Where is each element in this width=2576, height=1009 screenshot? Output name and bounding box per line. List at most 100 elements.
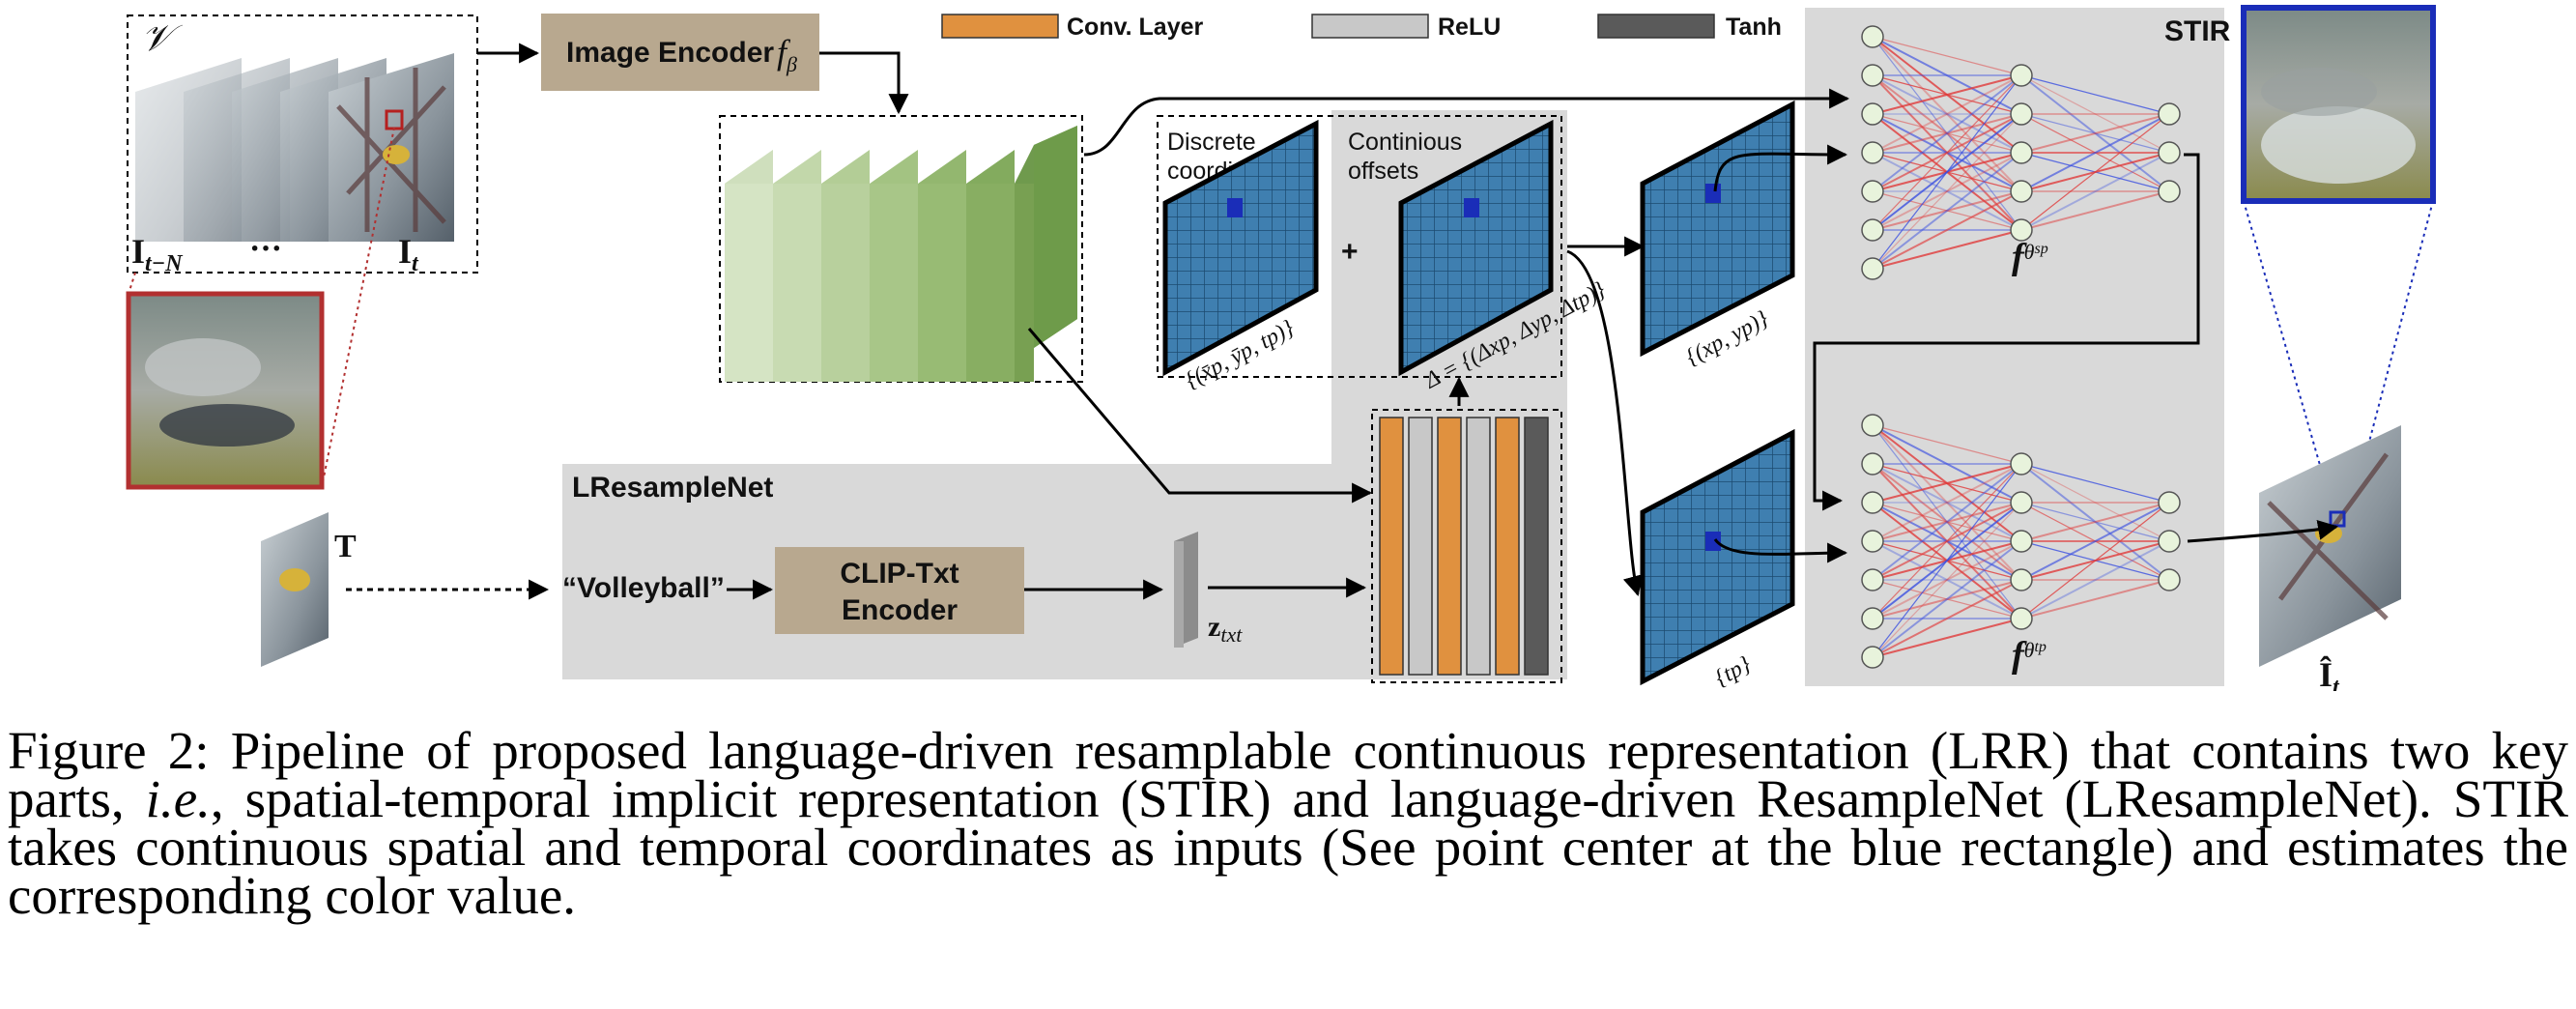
feature-maps: [719, 115, 1083, 383]
network-node: [2158, 141, 2181, 164]
lresamplenet-label: LResampleNet: [572, 472, 773, 504]
f-sp-label: fθsp: [2012, 237, 2048, 277]
input-zoom-patch: [126, 127, 395, 490]
network-edge: [1872, 74, 2022, 270]
network-edge: [2020, 190, 2170, 231]
network-edge: [1872, 424, 2022, 465]
legend-swatch-tanh: [1597, 14, 1715, 39]
network-edge: [2020, 74, 2170, 154]
figure-caption: Figure 2: Pipeline of proposed language-…: [8, 724, 2568, 922]
caption-line-4: (See point center at the blue rectangle)…: [8, 818, 2568, 925]
network-node: [2010, 64, 2033, 87]
caption-ie: i.e.: [145, 769, 211, 828]
video-frames: 𝒱 It−N ··· It: [127, 14, 478, 276]
plus-sign: +: [1341, 236, 1359, 268]
network-edge: [2020, 502, 2170, 620]
arrow-encoder-to-features: [819, 51, 909, 115]
network-edge: [1872, 463, 2022, 658]
svg-text:𝒱: 𝒱: [141, 18, 183, 59]
network-node: [2010, 607, 2033, 630]
network-node: [2010, 180, 2033, 203]
discrete-grid: [1162, 119, 1319, 377]
network-edge: [1872, 618, 2022, 658]
svg-text:Discrete: Discrete: [1167, 129, 1256, 156]
network-edge: [1872, 74, 2022, 115]
svg-text:Continious: Continious: [1348, 129, 1462, 156]
arrow-features-to-resample: [1027, 328, 1373, 504]
stir-temporal-network: [1861, 414, 2181, 669]
network-node: [2010, 491, 2033, 514]
network-node: [2010, 102, 2033, 126]
network-edge: [1872, 540, 2022, 620]
network-node: [1861, 218, 1884, 242]
network-node: [2158, 102, 2181, 126]
network-edge: [1872, 74, 2022, 154]
network-edge: [1872, 190, 2022, 270]
arrow-t-to-stir: [1713, 538, 1848, 563]
network-edge: [2020, 579, 2170, 620]
arrow-xy-to-stir: [1713, 144, 1848, 192]
network-edge: [2020, 74, 2170, 115]
network-node: [1861, 141, 1884, 164]
network-edge: [1872, 540, 2022, 620]
caption-line-2b: , spatial-temporal implicit representati…: [210, 769, 1736, 828]
output-label: Ît: [2319, 655, 2340, 691]
svg-text:CLIP-Txt: CLIP-Txt: [840, 558, 959, 590]
legend: Conv. Layer ReLU Tanh: [941, 14, 1782, 41]
network-edge: [2020, 463, 2170, 542]
network-edge: [1872, 152, 2022, 270]
network-edge: [1872, 540, 2022, 658]
stir-spatial-network: [1861, 25, 2181, 280]
network-node: [1861, 64, 1884, 87]
text-input-image: T: [261, 512, 357, 667]
legend-label-conv: Conv. Layer: [1067, 14, 1204, 41]
legend-swatch-relu: [1311, 14, 1429, 39]
network-node: [1861, 568, 1884, 591]
network-edge: [1872, 36, 2022, 192]
caption-line-3: ResampleNet (LResampleNet). STIR takes c…: [8, 769, 2568, 877]
network-node: [1861, 646, 1884, 669]
network-node: [2010, 218, 2033, 242]
resample-layers: [1371, 409, 1562, 683]
svg-text:offsets: offsets: [1348, 158, 1418, 185]
svg-text:T: T: [334, 529, 357, 564]
legend-label-relu: ReLU: [1438, 14, 1501, 41]
network-node: [2010, 530, 2033, 553]
network-node: [1861, 491, 1884, 514]
network-edge: [1872, 463, 2022, 504]
discrete-highlight: [1227, 198, 1243, 217]
network-node: [2010, 141, 2033, 164]
arrow-stir-to-output: [2187, 519, 2339, 543]
network-edge: [2020, 113, 2170, 154]
stir-label: STIR: [2164, 15, 2231, 47]
image-encoder-box: Image Encoder fβ: [541, 14, 819, 91]
arrow-sp-to-tp: [1813, 153, 2200, 511]
volleyball-text: “Volleyball”: [562, 572, 725, 604]
network-edge: [1872, 463, 2022, 542]
svg-text:{tp}: {tp}: [1711, 651, 1756, 691]
network-node: [1861, 530, 1884, 553]
t-coordinate-grid: {tp}: [1640, 428, 1795, 691]
network-edge: [2020, 502, 2170, 542]
offset-highlight: [1464, 198, 1479, 217]
network-node: [2158, 568, 2181, 591]
offset-grid: [1398, 119, 1554, 377]
svg-text:Encoder: Encoder: [842, 594, 958, 626]
network-edge: [1872, 463, 2022, 581]
network-edge: [2020, 502, 2170, 581]
network-node: [1861, 452, 1884, 476]
svg-text:ztxt: ztxt: [1208, 611, 1243, 647]
network-edge: [1872, 579, 2022, 658]
xy-coordinate-grid: {(xp, yp)}: [1640, 100, 1795, 370]
network-edge: [1872, 113, 2022, 270]
ztxt-vector: ztxt: [1174, 532, 1243, 648]
caption-line-1: Figure 2: Pipeline of proposed language-…: [8, 721, 2171, 780]
network-edge: [1872, 502, 2022, 658]
network-edge: [1872, 36, 2022, 76]
network-edge: [1872, 463, 2022, 542]
legend-label-tanh: Tanh: [1726, 14, 1782, 41]
output-frame: Ît: [2259, 425, 2401, 691]
network-node: [1861, 25, 1884, 48]
network-node: [2158, 491, 2181, 514]
network-edge: [2020, 113, 2170, 192]
